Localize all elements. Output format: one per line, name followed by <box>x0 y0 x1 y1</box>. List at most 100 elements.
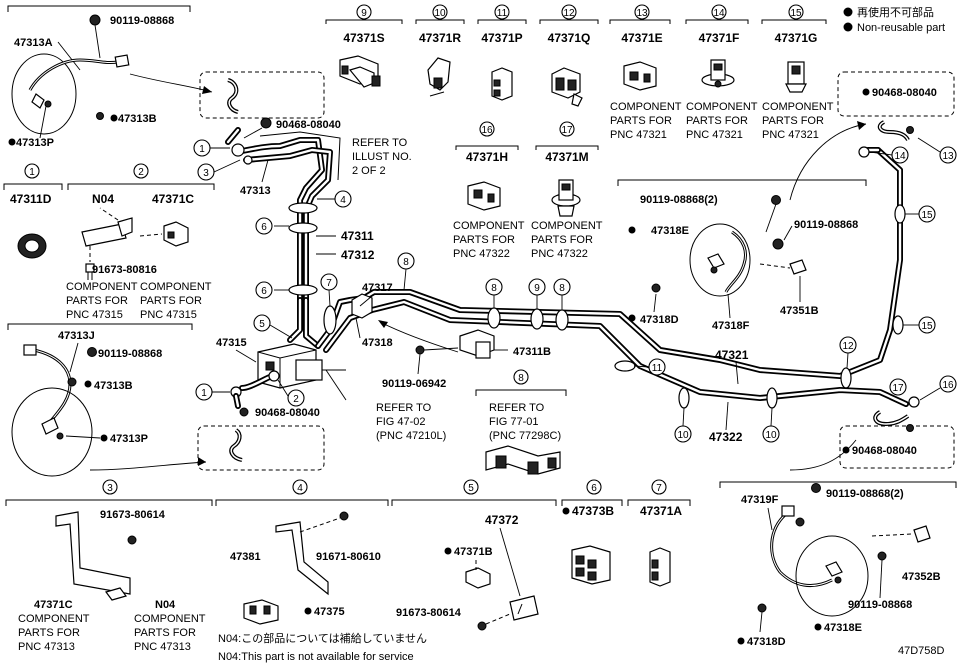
part-number-label: 47371G <box>775 31 818 45</box>
index-box-1: 1 47311D <box>3 163 63 259</box>
part-label: 47322 <box>709 430 743 444</box>
refer-note-line: FIG 47-02 <box>376 416 426 428</box>
reference-arrow <box>789 439 857 471</box>
part-label: 47313P <box>110 433 148 445</box>
component-note-line: PARTS FOR <box>453 234 515 246</box>
callout-c1a: 1 <box>193 139 230 157</box>
part-label: 47318D <box>640 314 679 326</box>
index-box-17: 17 47371M COMPONENT PARTS FOR PNC 47322 <box>531 121 603 260</box>
component-note-line: COMPONENT <box>762 101 834 113</box>
part-label: 91671-80610 <box>316 551 381 563</box>
refer-note-line: 2 OF 2 <box>352 165 386 177</box>
part-number-label: 47371Q <box>548 31 591 45</box>
index-box-2: 2 N04 47371C 91673-80816 COMPONENT PARTS… <box>66 163 215 321</box>
non-reusable-bullet-icon <box>843 7 853 17</box>
callout-number: 4 <box>297 483 303 494</box>
clamp-47371e-icon <box>623 61 657 91</box>
callout-number: 1 <box>201 388 207 399</box>
index-box-14: 14 47371F COMPONENT PARTS FOR PNC 47321 <box>685 4 758 141</box>
callout-c10b: 10 <box>762 407 780 443</box>
part-label: 47371C <box>152 192 194 206</box>
part-label: 47313J <box>58 330 95 342</box>
component-note-line: PARTS FOR <box>66 295 128 307</box>
refer-note-line: REFER TO <box>376 402 432 414</box>
part-label: 47318F <box>712 320 750 332</box>
callout-number: 14 <box>894 151 906 162</box>
callout-number: 2 <box>138 167 144 178</box>
footnote-en: N04:This part is not available for servi… <box>218 651 414 663</box>
callout-number: 16 <box>942 380 954 391</box>
component-note-line: COMPONENT <box>134 613 206 625</box>
component-note-line: PNC 47313 <box>18 641 75 653</box>
callout-c17a: 17 <box>889 378 907 396</box>
index-box-10: 10 47371R <box>415 4 465 97</box>
index-box-5: 5 47372 47371B 91673-80614 <box>391 479 557 631</box>
hose-assembly-47318f: 90119-08868(2) 47318E 90119-08868 47351B… <box>617 179 867 332</box>
component-note-line: PNC 47322 <box>453 248 510 260</box>
callout-c13a: 13 <box>917 137 957 164</box>
part-number-label: 47371P <box>481 31 522 45</box>
part-label: 47315 <box>216 337 247 349</box>
index-box-4: 4 47381 91671-80610 47375 <box>215 479 389 625</box>
part-label: 47372 <box>485 513 519 527</box>
component-note-line: PARTS FOR <box>610 115 672 127</box>
callout-number: 4 <box>340 195 346 206</box>
clamp-47371a-icon <box>649 547 671 587</box>
callout-c15b: 15 <box>903 316 936 334</box>
part-number-label: 47371E <box>621 31 662 45</box>
component-note-line: PNC 47321 <box>610 129 667 141</box>
part-label: 90468-08040 <box>255 407 320 419</box>
part-label: 47317 <box>362 282 393 294</box>
part-label: 90468-08040 <box>852 445 917 457</box>
hose-assembly-47313j: 47313J 90119-08868 47313B 47313P <box>7 323 193 477</box>
callout-c5a: 5 <box>253 314 293 339</box>
part-label: N04 <box>92 192 114 206</box>
callout-number: 13 <box>636 8 648 19</box>
callout-number: 6 <box>261 222 267 233</box>
bracket-47371c-icon <box>55 511 137 601</box>
callout-c11a: 11 <box>633 358 666 376</box>
callout-number: 1 <box>199 144 205 155</box>
callout-c8c: 8 <box>553 278 571 310</box>
bracket-47381-icon <box>275 511 349 596</box>
bracket-n04-icon <box>81 207 133 262</box>
part-label: 47313B <box>94 380 133 392</box>
callout-number: 8 <box>491 283 497 294</box>
clamp-47371s-icon <box>339 55 381 88</box>
legend-en: Non-reusable part <box>857 22 945 34</box>
callout-number: 9 <box>361 8 367 19</box>
detail-dashed-box-c: 90468-08040 <box>837 71 955 141</box>
refer-note-line: (PNC 77298C) <box>489 430 561 442</box>
reference-arrow <box>89 461 207 471</box>
callout-c9a: 9 <box>528 278 546 309</box>
bolt-91673-80816-icon <box>85 263 95 280</box>
part-label: 90468-08040 <box>276 119 341 131</box>
callout-c10a: 10 <box>674 407 692 443</box>
callout-c4a: 4 <box>334 190 352 208</box>
part-number-label: 47373B <box>572 504 614 518</box>
callout-number: 15 <box>921 210 933 221</box>
component-note-line: PNC 47315 <box>140 309 197 321</box>
part-label: 47371C <box>34 599 73 611</box>
component-note-line: COMPONENT <box>18 613 90 625</box>
callout-c15a: 15 <box>905 205 936 223</box>
callout-number: 2 <box>293 394 299 405</box>
callout-c3a: 3 <box>197 159 241 181</box>
clamp-47371q-icon <box>551 67 583 107</box>
callout-number: 17 <box>561 125 573 136</box>
callout-number: 15 <box>921 321 933 332</box>
callout-number: 11 <box>652 363 663 374</box>
part-label: 90468-08040 <box>872 87 937 99</box>
junction-47375-icon <box>243 599 279 625</box>
refer-note-line: (PNC 47210L) <box>376 430 446 442</box>
index-box-15: 15 47371G COMPONENT PARTS FOR PNC 47321 <box>761 4 834 141</box>
grommet-47311d-icon <box>17 233 47 259</box>
callout-number: 10 <box>677 430 689 441</box>
clamp-47371p-icon <box>491 67 513 101</box>
component-note-line: PNC 47321 <box>762 129 819 141</box>
component-note-line: PARTS FOR <box>531 234 593 246</box>
part-number-label: 47371H <box>466 150 508 164</box>
clamp-77298c-icon <box>485 445 561 475</box>
index-box-16: 16 47371H COMPONENT PARTS FOR PNC 47322 <box>453 121 525 260</box>
